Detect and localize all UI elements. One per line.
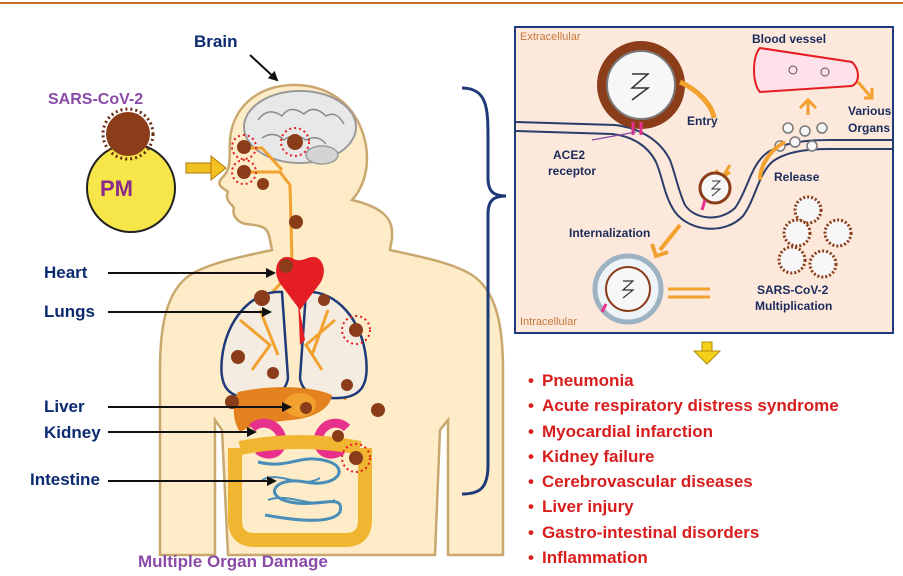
liver-label: Liver bbox=[44, 397, 85, 417]
sars-cov-2-label: SARS-CoV-2 bbox=[48, 91, 143, 109]
brain-label: Brain bbox=[194, 32, 237, 52]
pm-to-body-arrow bbox=[186, 156, 226, 180]
cellular-panel bbox=[515, 27, 893, 333]
blood-vessel-label: Blood vessel bbox=[752, 32, 826, 46]
bullet: • bbox=[528, 393, 542, 418]
internalization-label: Internalization bbox=[569, 226, 650, 240]
disease-item: •Pneumonia bbox=[528, 368, 839, 393]
disease-item: •Gastro-intestinal disorders bbox=[528, 520, 839, 545]
release-label: Release bbox=[774, 170, 819, 184]
disease-item: •Cerebrovascular diseases bbox=[528, 469, 839, 494]
down-arrow bbox=[694, 342, 720, 364]
multiple-organ-damage-title: Multiple Organ Damage bbox=[138, 552, 328, 572]
brain-shape bbox=[244, 91, 356, 164]
various-organs-label-2: Organs bbox=[848, 121, 890, 135]
bullet: • bbox=[528, 545, 542, 570]
lungs-label: Lungs bbox=[44, 302, 95, 322]
disease-item: •Kidney failure bbox=[528, 444, 839, 469]
intestine-label: Intestine bbox=[30, 470, 100, 490]
disease-item: •Myocardial infarction bbox=[528, 419, 839, 444]
multiplication-label-2: Multiplication bbox=[755, 299, 832, 313]
ace2-label-1: ACE2 bbox=[553, 148, 585, 162]
kidney-label: Kidney bbox=[44, 423, 101, 443]
heart-label: Heart bbox=[44, 263, 87, 283]
multiplication-label-1: SARS-CoV-2 bbox=[757, 283, 828, 297]
various-organs-label-1: Various bbox=[848, 104, 891, 118]
bullet: • bbox=[528, 419, 542, 444]
bullet: • bbox=[528, 494, 542, 519]
bullet: • bbox=[528, 368, 542, 393]
entry-label: Entry bbox=[687, 114, 718, 128]
disease-item: •Inflammation bbox=[528, 545, 839, 570]
intracellular-label: Intracellular bbox=[520, 316, 577, 328]
disease-list: •Pneumonia •Acute respiratory distress s… bbox=[528, 368, 839, 570]
disease-item: •Acute respiratory distress syndrome bbox=[528, 393, 839, 418]
extracellular-label: Extracellular bbox=[520, 31, 581, 43]
disease-item: •Liver injury bbox=[528, 494, 839, 519]
pm-label: PM bbox=[100, 176, 133, 202]
ace2-label-2: receptor bbox=[548, 164, 596, 178]
bullet: • bbox=[528, 469, 542, 494]
bullet: • bbox=[528, 444, 542, 469]
bullet: • bbox=[528, 520, 542, 545]
